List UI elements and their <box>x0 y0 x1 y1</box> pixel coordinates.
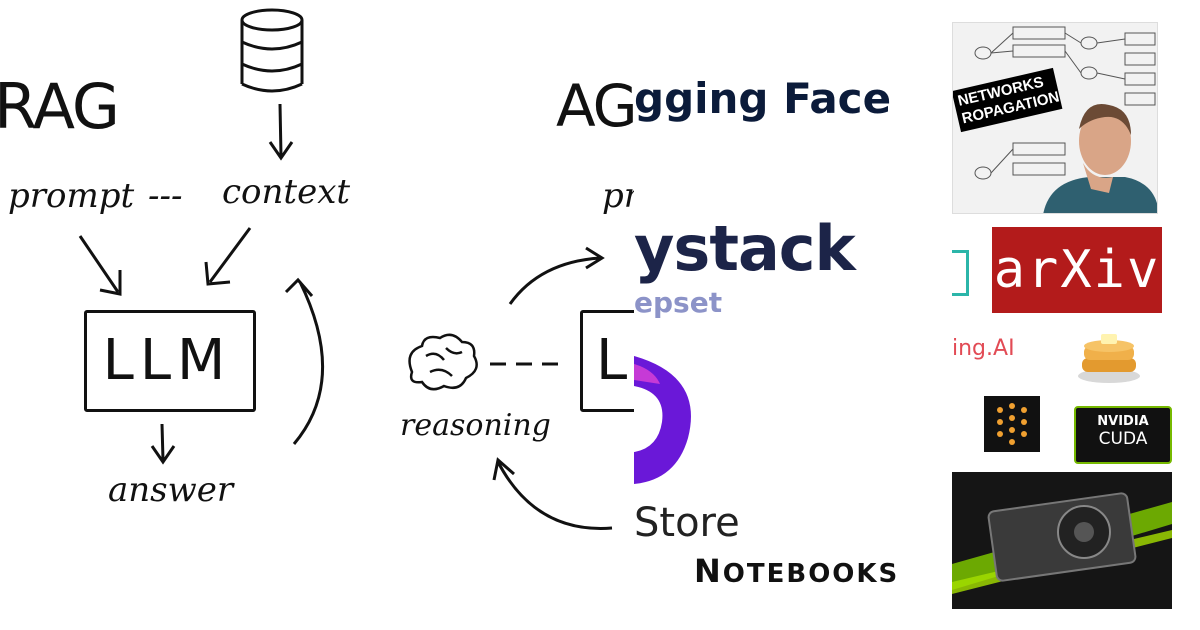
graph-background <box>974 26 1156 180</box>
nvidia-label: NVIDIA <box>1097 414 1149 429</box>
purple-crescent-logo <box>634 356 691 484</box>
db-arrow <box>268 103 294 161</box>
store-logo-text: Store <box>634 500 740 546</box>
notebooks-initial: N <box>694 552 723 590</box>
huggingface-logo-text: gging Face <box>634 74 892 123</box>
feedback-arrow <box>284 277 324 445</box>
agent-reasoning-arrow <box>492 457 613 530</box>
agent-title: AG <box>556 72 638 140</box>
rag-context-label: context <box>222 172 351 212</box>
nvidia-cuda-badge: NVIDIA CUDA <box>1074 406 1172 464</box>
presenter-figure <box>1043 104 1157 213</box>
notebooks-logo-text: NOTEBOOKS <box>694 552 899 590</box>
prompt-arrow <box>78 235 122 296</box>
rag-answer-label: answer <box>108 470 234 510</box>
answer-arrow <box>150 423 176 465</box>
gpu-image <box>952 472 1172 609</box>
agent-reasoning-label: reasoning <box>400 408 551 443</box>
ingai-logo-text: ing.AI <box>952 336 1015 361</box>
right-logo-column: NETWORKS ROPAGATION arXiv ing.AI N <box>952 0 1200 630</box>
database-icon <box>240 8 304 93</box>
video-thumbnail: NETWORKS ROPAGATION <box>952 22 1158 214</box>
agent-prompt-arrow <box>508 246 605 305</box>
pancake-icon <box>1078 334 1140 383</box>
context-arrow <box>204 227 252 286</box>
agent-prompt-label: pr <box>602 176 641 216</box>
arxiv-logo: arXiv <box>992 227 1162 313</box>
agent-llm-label: L <box>596 328 628 393</box>
rag-llm-label: LLM <box>102 328 232 393</box>
teal-bracket-logo <box>952 250 969 296</box>
rag-title: RAG <box>0 70 120 143</box>
cuda-label: CUDA <box>1098 429 1148 449</box>
deepset-logo-text: epset <box>634 286 723 319</box>
rag-prompt-label: prompt <box>8 176 135 216</box>
rag-dashes: --- <box>148 176 183 216</box>
haystack-logo-text: ystack <box>634 212 856 285</box>
notebooks-rest: OTEBOOKS <box>722 559 900 589</box>
rag-llm-box <box>84 310 256 412</box>
brain-icon <box>408 333 478 391</box>
logo-strip: gging Face ystack epset Store NOTEBOOKS <box>634 0 904 630</box>
dots-grid-icon <box>984 396 1040 452</box>
